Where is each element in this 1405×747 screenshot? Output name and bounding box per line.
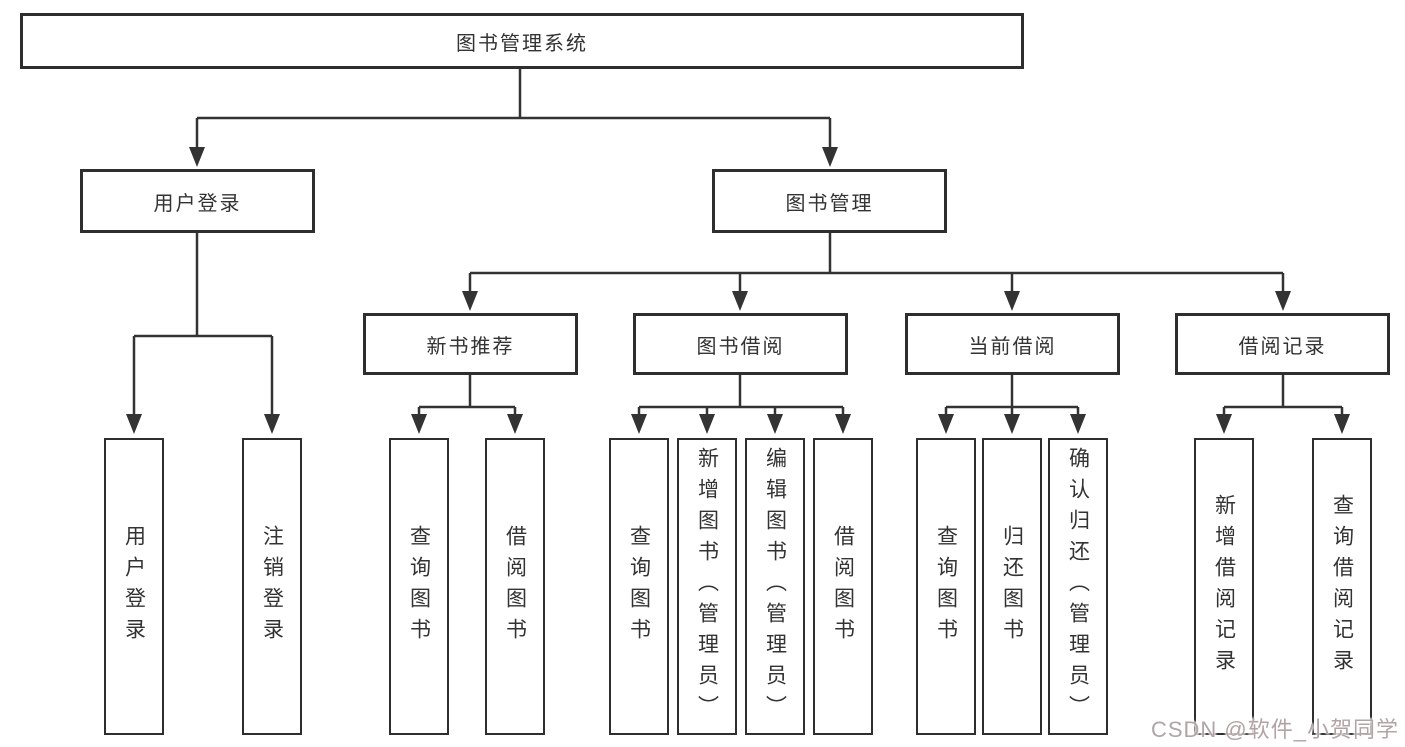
node-new-book-recommend: 新书推荐 [363, 313, 578, 375]
node-current-borrow: 当前借阅 [905, 313, 1120, 375]
node-leaf-bb-edit-books-admin: 编辑图书（管理员） [745, 438, 805, 735]
node-leaf-nbr-query-books: 查询图书 [389, 438, 449, 735]
node-book-borrow: 图书借阅 [633, 313, 848, 375]
node-leaf-bb-query-books: 查询图书 [609, 438, 669, 735]
node-user-login: 用户登录 [80, 169, 315, 233]
node-leaf-cb-return-books: 归还图书 [982, 438, 1042, 735]
csdn-watermark: CSDN @软件_小贺同学 [1150, 717, 1399, 742]
connector-arrowheads [126, 147, 1350, 434]
connector-stems [132, 69, 1344, 414]
node-leaf-cb-query-books: 查询图书 [916, 438, 976, 735]
node-leaf-nbr-borrow-books: 借阅图书 [485, 438, 545, 735]
node-leaf-logout: 注销登录 [242, 438, 302, 735]
node-leaf-br-add-record: 新增借阅记录 [1194, 438, 1254, 735]
node-root-system: 图书管理系统 [20, 13, 1024, 69]
node-book-management: 图书管理 [712, 169, 947, 233]
node-leaf-cb-confirm-return-admin: 确认归还（管理员） [1048, 438, 1108, 735]
node-borrow-records: 借阅记录 [1175, 313, 1390, 375]
node-leaf-bb-add-books-admin: 新增图书（管理员） [677, 438, 737, 735]
node-leaf-bb-borrow-books: 借阅图书 [813, 438, 873, 735]
node-leaf-br-query-record: 查询借阅记录 [1312, 438, 1372, 735]
node-leaf-user-login: 用户登录 [104, 438, 164, 735]
